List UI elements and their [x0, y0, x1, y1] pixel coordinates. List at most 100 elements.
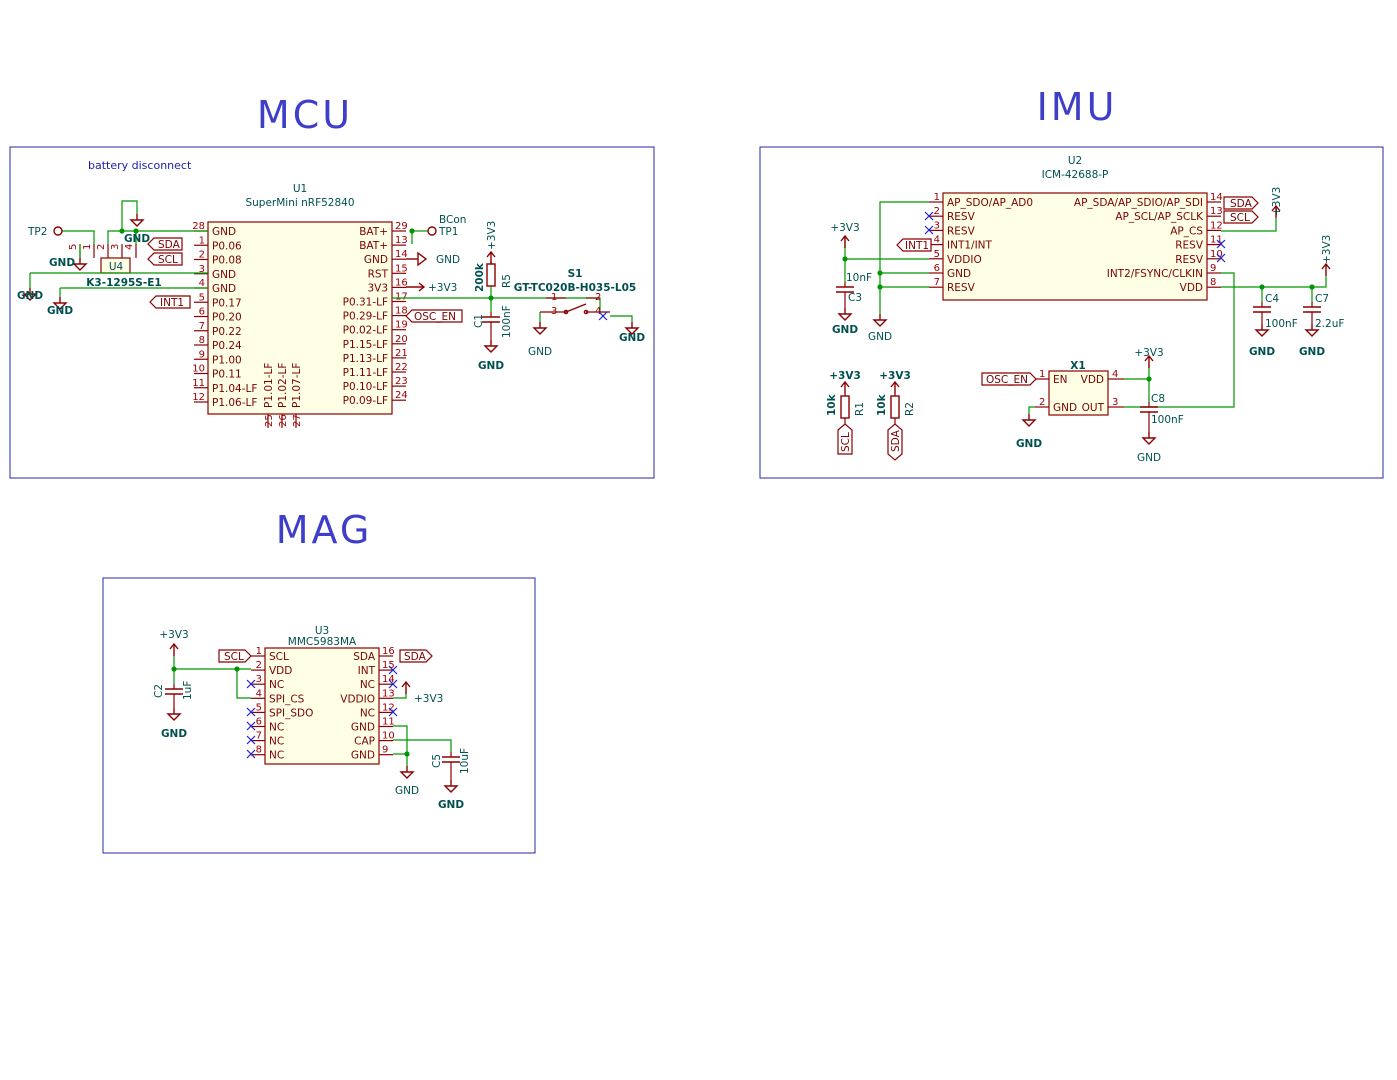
scl-label-u1[interactable]: SCL [147, 252, 183, 266]
u1-pin-name: BAT+ [359, 240, 388, 252]
x1-component[interactable]: X1 1 EN 2 GND 4 VDD 3 OUT [1035, 360, 1124, 416]
r5-resistor[interactable] [486, 263, 496, 287]
c8-capacitor[interactable] [1140, 402, 1158, 432]
sda-label-r2[interactable]: SDA [887, 423, 903, 461]
c2-capacitor[interactable] [165, 684, 183, 708]
u2-pin-number: 12 [1210, 220, 1223, 231]
r5-value: 200k [474, 262, 486, 292]
scl-label-u2[interactable]: SCL [1223, 210, 1259, 224]
c8-ref: C8 [1151, 393, 1165, 405]
c7-capacitor[interactable] [1303, 302, 1321, 324]
gnd-symbol [1022, 413, 1036, 427]
gnd-symbol [484, 339, 498, 353]
c5-capacitor[interactable] [442, 752, 460, 780]
int1-label-u2[interactable]: INT1 [896, 238, 932, 252]
scl-label-r1[interactable]: SCL [837, 423, 853, 455]
tp2-pad[interactable] [53, 226, 63, 236]
osc-en-label-x1[interactable]: OSC_EN [981, 372, 1037, 386]
tp1-pad[interactable] [427, 226, 437, 236]
osc-en-label-u1[interactable]: OSC_EN [405, 309, 463, 323]
plus3v3-label: +3V3 [159, 629, 188, 641]
svg-text:SCL: SCL [1230, 212, 1250, 224]
sda-label-u1[interactable]: SDA [147, 237, 183, 251]
scl-label-u3[interactable]: SCL [218, 649, 252, 663]
c1-capacitor[interactable] [482, 312, 500, 340]
sda-label-u3[interactable]: SDA [399, 649, 433, 663]
u3-pin-name: CAP [354, 736, 375, 748]
c4-capacitor[interactable] [1253, 302, 1271, 324]
u4-component[interactable]: U4 K3-1295S-E1 5 1 2 3 4 [68, 244, 162, 289]
gnd-symbol [73, 257, 87, 271]
r2-resistor[interactable] [890, 395, 900, 419]
u1-pin-number: 29 [395, 221, 408, 232]
mcu-title: MCU [257, 93, 353, 137]
int1-label-u1[interactable]: INT1 [149, 295, 191, 309]
plus3v3-symbol [840, 235, 850, 249]
c3-capacitor[interactable] [836, 282, 854, 308]
s1-switch[interactable] [540, 297, 610, 315]
u3-pin-number: 15 [382, 660, 395, 671]
r1-resistor[interactable] [840, 395, 850, 419]
sda-label-u2[interactable]: SDA [1223, 196, 1259, 210]
